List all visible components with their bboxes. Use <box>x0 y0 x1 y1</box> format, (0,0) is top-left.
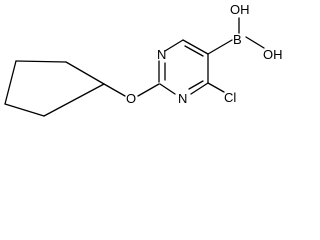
atom-oh-right: OH <box>263 47 283 62</box>
bond-c5-b <box>207 39 233 55</box>
atom-b: B <box>233 32 242 47</box>
bond-ring-c4-n3-double <box>188 80 204 90</box>
bond-ring-c4-n3 <box>190 82 209 95</box>
bond-c4-cl <box>207 82 225 93</box>
bond-cp-1-2 <box>65 61 105 85</box>
molecule-structure: N N O Cl B OH OH <box>4 2 283 117</box>
bond-ring-n3-c2 <box>159 83 176 95</box>
atom-n-bottom: N <box>178 91 187 106</box>
atom-cl: Cl <box>224 90 236 105</box>
bond-b-oh-right <box>245 36 265 49</box>
bond-o-ch <box>103 83 126 97</box>
atom-n-top: N <box>157 47 166 62</box>
bond-cp-4-5 <box>4 103 45 117</box>
bond-cp-3-4 <box>4 60 17 105</box>
atom-oh-top: OH <box>230 2 250 17</box>
bond-ring-c6-c5-double <box>184 45 204 57</box>
structure-diagram: N N O Cl B OH OH <box>4 2 283 117</box>
atom-o-ether: O <box>126 91 136 106</box>
bond-c2-o <box>137 83 160 97</box>
bond-cp-5-1 <box>43 83 105 117</box>
bond-ring-c6-c5 <box>182 39 209 55</box>
bond-cp-2-3 <box>15 60 67 63</box>
bond-ring-n1-c6 <box>164 39 184 52</box>
